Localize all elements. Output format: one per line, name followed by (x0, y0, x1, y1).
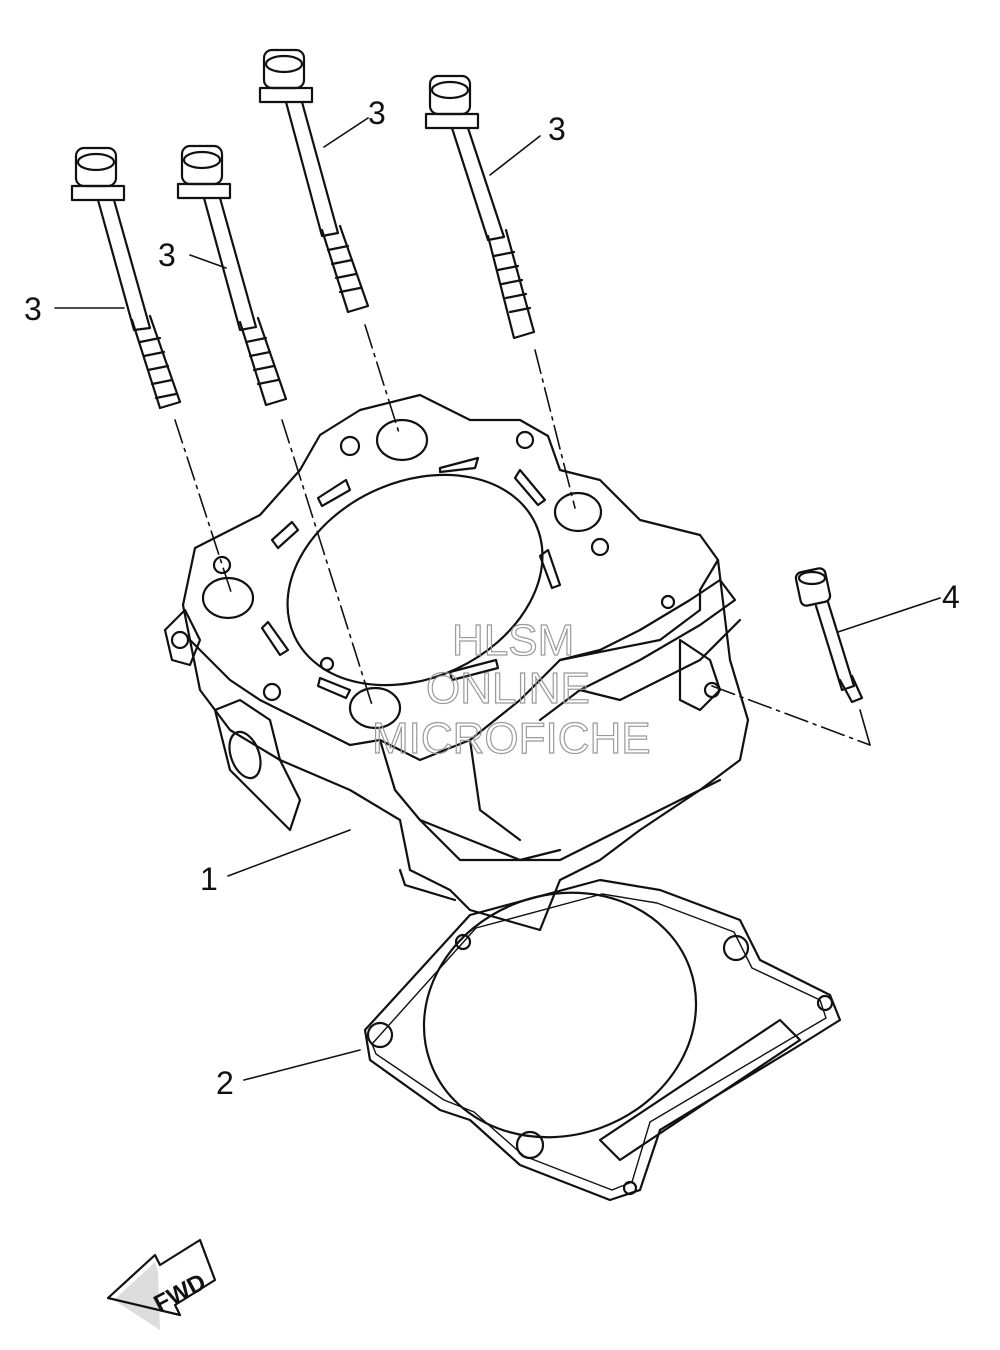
stud-bolt-3 (258, 48, 370, 314)
fwd-label: FWD (150, 1268, 211, 1317)
base-gasket (363, 878, 842, 1202)
alignment-tick (859, 709, 871, 746)
callout-labels: 3 3 3 3 4 1 2 (24, 95, 960, 1101)
callout-stud-bolt: 3 (548, 111, 566, 147)
alignment-lines (174, 324, 871, 746)
callout-stud-bolt: 3 (24, 291, 42, 327)
leader-lines (54, 117, 941, 1081)
watermark-line: ONLINE (426, 664, 590, 713)
callout-stud-bolt: 3 (158, 237, 176, 273)
callout-bolt: 4 (942, 579, 960, 615)
stud-bolt-1 (70, 146, 182, 410)
watermark-line: MICROFICHE (372, 714, 651, 763)
watermark-line: HLSM (452, 616, 574, 665)
cylinder-block (163, 393, 750, 932)
fwd-arrow: FWD (106, 1238, 217, 1330)
stud-bolt-4 (424, 74, 536, 340)
callout-stud-bolt: 3 (368, 95, 386, 131)
callout-gasket: 2 (216, 1065, 234, 1101)
callout-cylinder: 1 (200, 861, 218, 897)
socket-bolt (794, 567, 864, 704)
stud-bolt-2 (176, 144, 288, 407)
watermark: HLSM ONLINE MICROFICHE (371, 615, 651, 763)
